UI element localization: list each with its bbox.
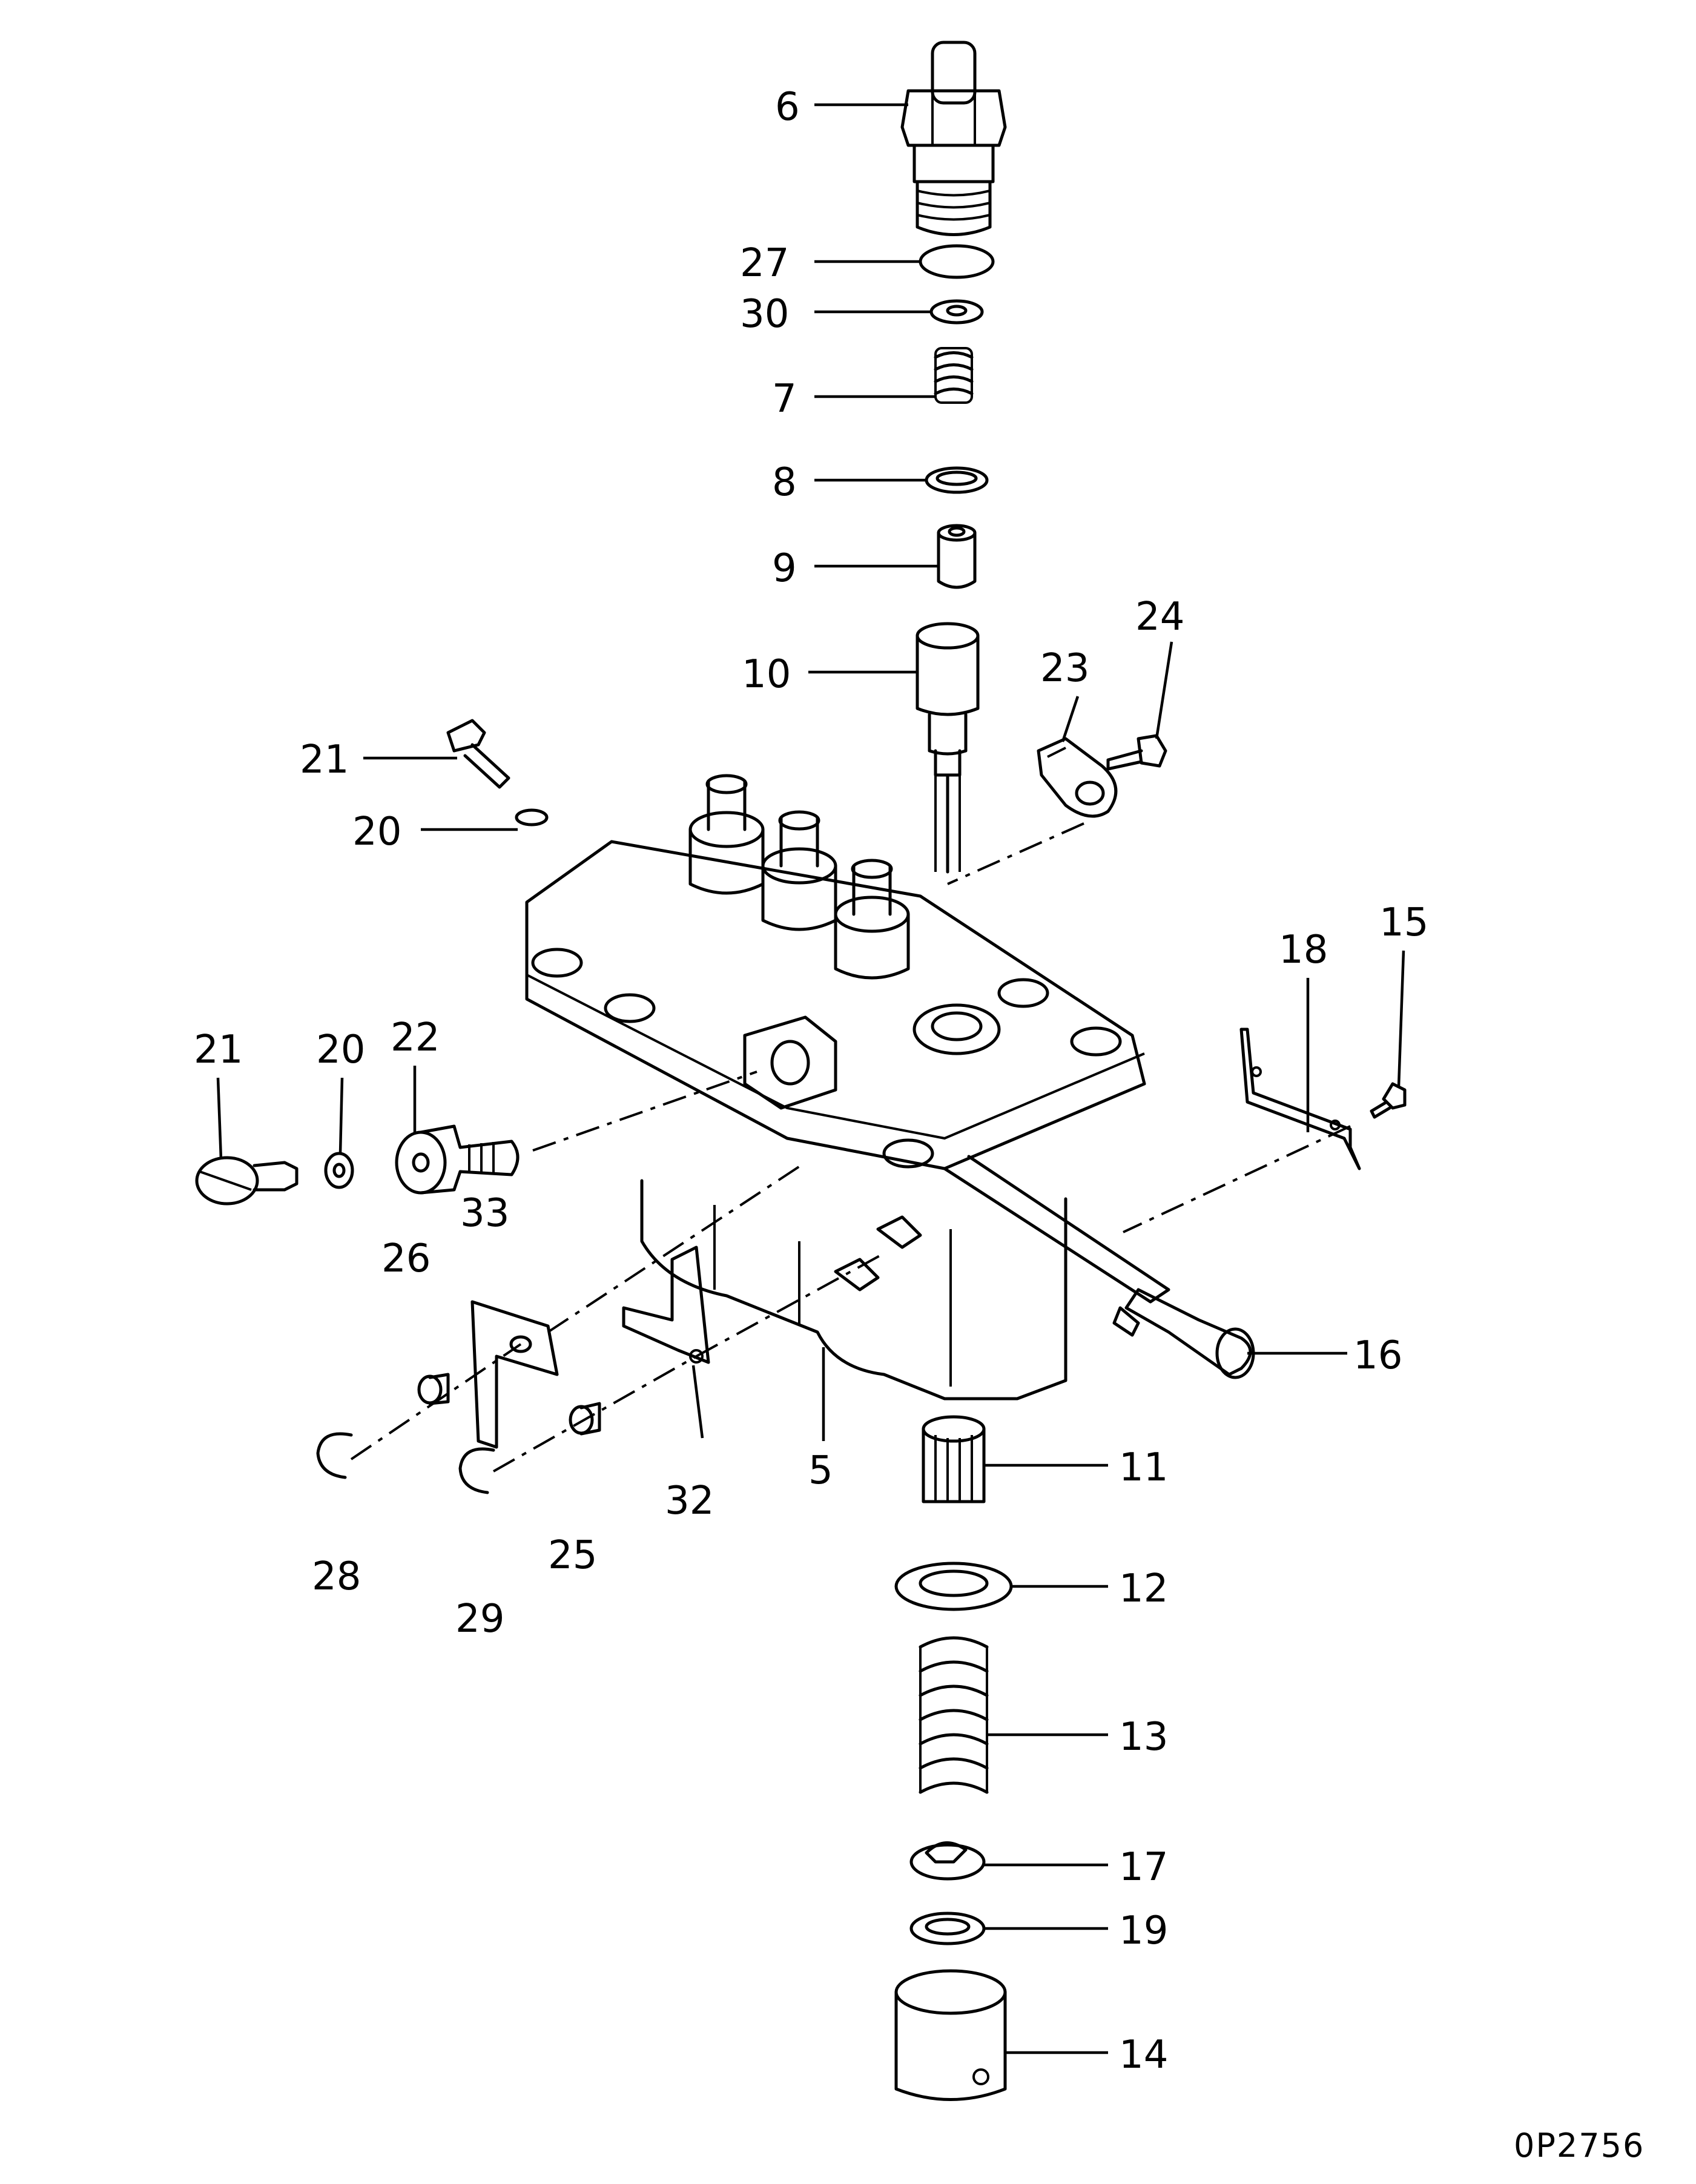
callout-7: 7 bbox=[772, 377, 797, 421]
pump-delivery-holder-1 bbox=[688, 774, 765, 895]
callout-25: 25 bbox=[548, 1533, 597, 1578]
dash-clamp-to-pump bbox=[947, 822, 1084, 885]
part-21-screw-upper bbox=[446, 719, 510, 789]
dash-lever-32 bbox=[696, 1252, 885, 1358]
drawing-reference-code: 0P2756 bbox=[1514, 2126, 1645, 2165]
part-8-gasket bbox=[925, 466, 989, 494]
leader-lines bbox=[216, 103, 1405, 2054]
callout-18: 18 bbox=[1279, 928, 1328, 972]
part-6-delivery-valve-holder bbox=[900, 41, 1007, 236]
part-29-e-clip bbox=[458, 1447, 495, 1494]
part-28-e-clip bbox=[316, 1432, 353, 1479]
part-23-clamp bbox=[1037, 737, 1118, 818]
callout-27: 27 bbox=[740, 241, 789, 286]
dash-lever-33 bbox=[547, 1161, 807, 1333]
part-25-spring-pin bbox=[569, 1402, 601, 1436]
part-9-delivery-valve bbox=[937, 524, 977, 589]
part-21-screw-left bbox=[195, 1156, 299, 1206]
part-33-lever-plate bbox=[470, 1300, 559, 1449]
callout-13: 13 bbox=[1119, 1715, 1168, 1760]
callout-9: 9 bbox=[772, 546, 797, 591]
part-13-plunger-spring bbox=[919, 1636, 989, 1794]
part-10-plunger-barrel bbox=[916, 622, 980, 874]
part-5-pump-housing bbox=[525, 840, 1146, 1400]
callout-20-left: 20 bbox=[316, 1028, 365, 1072]
part-27-o-ring bbox=[919, 244, 995, 279]
callout-33: 33 bbox=[460, 1191, 509, 1236]
callout-10: 10 bbox=[742, 652, 791, 697]
callout-8: 8 bbox=[772, 460, 797, 505]
pump-delivery-holder-2 bbox=[761, 810, 837, 931]
part-12-upper-spring-seat bbox=[894, 1562, 1013, 1611]
callout-14: 14 bbox=[1119, 2033, 1168, 2077]
part-26-spring-pin bbox=[417, 1373, 450, 1405]
part-11-control-sleeve bbox=[922, 1415, 986, 1503]
callout-6: 6 bbox=[775, 85, 800, 130]
callout-15: 15 bbox=[1379, 900, 1428, 945]
part-20-washer-left bbox=[324, 1152, 354, 1189]
part-14-tappet bbox=[894, 1969, 1007, 2101]
part-20-washer-upper bbox=[515, 808, 549, 826]
callout-22: 22 bbox=[391, 1015, 440, 1060]
part-15-screw bbox=[1370, 1082, 1407, 1119]
callout-20-upper: 20 bbox=[352, 810, 401, 854]
callout-23: 23 bbox=[1040, 646, 1089, 691]
callout-19: 19 bbox=[1119, 1909, 1168, 1953]
part-16-control-rack bbox=[943, 1155, 1255, 1379]
callout-12: 12 bbox=[1119, 1566, 1168, 1611]
callout-30: 30 bbox=[740, 292, 789, 337]
part-17-lower-spring-seat bbox=[909, 1841, 986, 1881]
part-30-washer bbox=[929, 299, 984, 325]
callout-28: 28 bbox=[312, 1554, 361, 1599]
dash-plate-to-rack bbox=[1123, 1125, 1351, 1233]
callout-16: 16 bbox=[1353, 1333, 1402, 1378]
callout-5: 5 bbox=[808, 1448, 833, 1493]
callout-24: 24 bbox=[1135, 595, 1184, 639]
callout-29: 29 bbox=[455, 1597, 504, 1641]
part-7-spring bbox=[934, 347, 974, 404]
callout-26: 26 bbox=[381, 1236, 431, 1281]
callout-21-upper: 21 bbox=[300, 737, 349, 782]
part-32-lever bbox=[622, 1245, 710, 1364]
part-22-union-fitting bbox=[395, 1124, 520, 1195]
dash-clip-28 bbox=[350, 1343, 522, 1460]
part-18-plate bbox=[1239, 1028, 1361, 1170]
part-24-bolt bbox=[1106, 734, 1167, 771]
callout-32: 32 bbox=[665, 1479, 714, 1523]
dash-union-to-pump bbox=[532, 1071, 757, 1152]
pump-delivery-holder-3 bbox=[834, 859, 910, 980]
callout-21-left: 21 bbox=[194, 1028, 243, 1072]
callout-17: 17 bbox=[1119, 1845, 1168, 1890]
part-19-shim bbox=[909, 1912, 986, 1945]
callout-11: 11 bbox=[1119, 1445, 1168, 1490]
dash-clip-29 bbox=[493, 1355, 697, 1473]
